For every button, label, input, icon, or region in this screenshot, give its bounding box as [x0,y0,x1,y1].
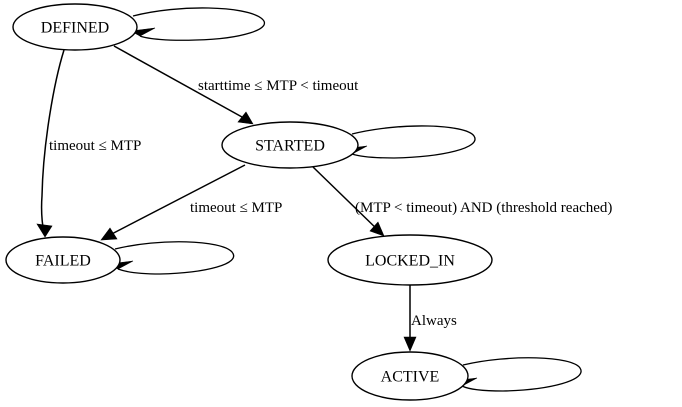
node-defined-label: DEFINED [41,20,109,37]
edge-label-defined-to-failed: timeout ≤ MTP [49,138,141,154]
edge-locked-in-to-active[interactable] [403,285,417,352]
node-failed-label: FAILED [35,253,91,270]
node-defined[interactable]: DEFINED [12,3,138,51]
edge-active-self[interactable] [452,357,582,392]
node-started[interactable]: STARTED [221,121,359,169]
node-started-ellipse [221,121,359,169]
active-self-loop-path [461,357,582,392]
edge-failed-self[interactable] [108,241,235,275]
node-active-ellipse [351,351,469,401]
defined-self-loop-path [132,7,265,41]
edge-defined-self[interactable] [130,7,265,41]
started-to-locked-in-arrowhead [369,221,385,237]
edge-label-started-to-failed: timeout ≤ MTP [190,200,282,216]
node-locked-in-label: LOCKED_IN [365,253,455,270]
defined-to-started-arrowhead [237,111,254,125]
node-active[interactable]: ACTIVE [351,351,469,401]
node-locked-in-ellipse [327,234,493,286]
started-to-failed-path [103,164,246,239]
edge-label-locked-in-to-active: Always [411,313,457,329]
node-failed[interactable]: FAILED [5,236,121,284]
failed-self-loop-path [114,241,235,275]
started-self-loop-path [351,125,476,159]
edge-label-started-to-locked-in: (MTP < timeout) AND (threshold reached) [355,200,612,216]
edge-started-self[interactable] [342,125,476,159]
node-active-label: ACTIVE [381,369,440,386]
node-failed-ellipse [5,236,121,284]
defined-to-failed-path [40,49,65,235]
edge-defined-to-started[interactable] [113,45,254,125]
node-locked-in[interactable]: LOCKED_IN [327,234,493,286]
node-started-label: STARTED [255,138,325,155]
edge-label-defined-to-started: starttime ≤ MTP < timeout [198,78,359,94]
node-defined-ellipse [12,3,138,51]
defined-to-started-path [113,45,252,123]
locked-in-to-active-arrowhead [403,336,417,352]
edge-started-to-locked-in[interactable] [312,166,385,237]
edge-defined-to-failed[interactable] [36,49,65,238]
edge-started-to-failed[interactable] [100,164,246,241]
defined-to-failed-arrowhead [36,223,53,238]
started-to-locked-in-path [312,166,382,234]
started-to-failed-arrowhead [100,227,118,241]
